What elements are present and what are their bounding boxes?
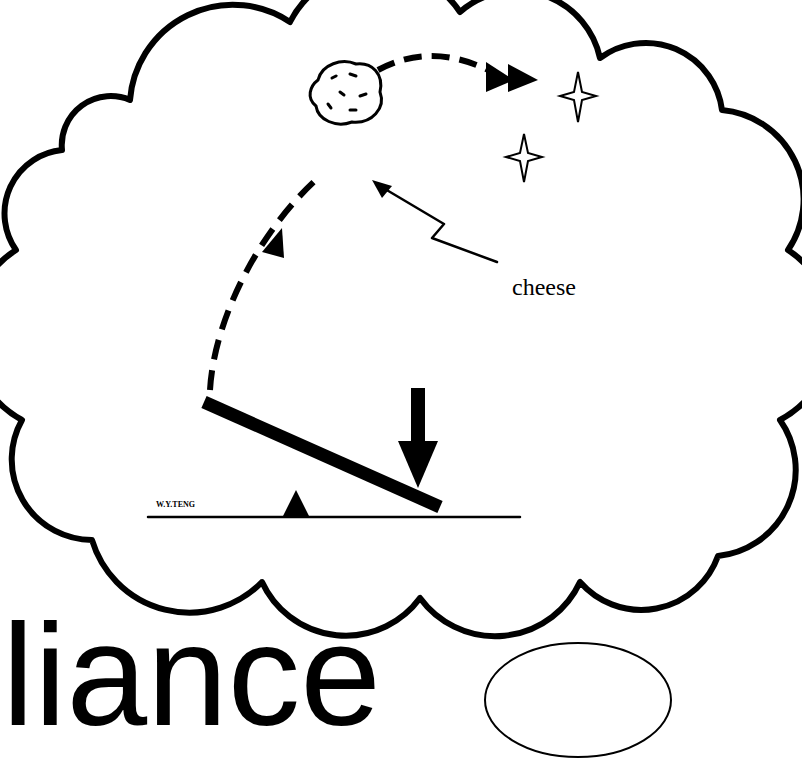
- cheese-hole: [332, 76, 336, 78]
- part-label: cheese: [512, 274, 576, 300]
- answer-ellipse: [485, 643, 671, 757]
- seesaw-board: [204, 402, 440, 507]
- cheese-hole: [360, 94, 366, 96]
- leader-line: [380, 186, 497, 262]
- artist-signature: W.Y.TENG: [156, 501, 195, 510]
- thought-cloud: [0, 0, 802, 636]
- trajectory-arrowhead: [508, 64, 538, 92]
- leader-arrowhead: [372, 180, 392, 198]
- cheese-hole: [328, 104, 331, 108]
- cheese-hole: [340, 92, 344, 95]
- star: [560, 72, 596, 122]
- cheese-hole: [350, 109, 356, 112]
- push-arrow-head: [398, 441, 438, 488]
- trajectory-over: [378, 56, 488, 70]
- trajectory-arrowhead: [262, 228, 284, 258]
- star: [506, 134, 542, 182]
- cheese-hole: [350, 74, 356, 76]
- puzzle-word: liance: [2, 596, 381, 756]
- push-arrow-shaft: [411, 388, 425, 443]
- cheese: [310, 62, 381, 124]
- fulcrum: [283, 490, 309, 516]
- trajectory-up: [210, 178, 318, 390]
- ground-line: [148, 516, 520, 519]
